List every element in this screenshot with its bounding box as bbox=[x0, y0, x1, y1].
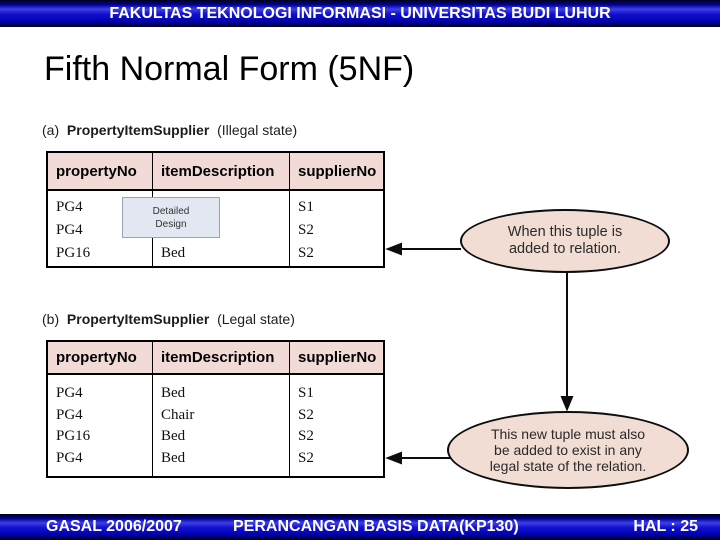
table-cell: PG4 bbox=[56, 406, 83, 423]
tooltip-line-1: Detailed bbox=[152, 205, 190, 217]
table-cell: S2 bbox=[298, 222, 314, 238]
table-cell: Bed bbox=[161, 385, 186, 401]
slide-title: Fifth Normal Form (5NF) bbox=[44, 50, 415, 88]
table-cell: S1 bbox=[298, 199, 314, 215]
table-b-col-supplierNo: supplierNo bbox=[289, 342, 383, 373]
table-b-supplierNo-values: S1 S2 S2 S2 bbox=[289, 375, 383, 476]
callout1-line-2: added to relation. bbox=[508, 241, 622, 257]
footer-page-number: HAL : 25 bbox=[633, 518, 698, 535]
table-cell: S2 bbox=[298, 449, 314, 466]
table-a-body: PG4 PG4 PG16 Bed S1 S2 S2 bbox=[48, 191, 383, 268]
table-b-propertyNo-values: PG4 PG4 PG16 PG4 bbox=[48, 375, 152, 476]
table-cell: PG4 bbox=[56, 199, 83, 215]
table-a-header-row: propertyNo itemDescription supplierNo bbox=[48, 153, 383, 191]
table-b-header-row: propertyNo itemDescription supplierNo bbox=[48, 342, 383, 375]
footer-semester: GASAL 2006/2007 bbox=[46, 518, 182, 535]
table-cell: PG16 bbox=[56, 245, 91, 261]
figure-b-state: (Legal state) bbox=[217, 311, 295, 327]
table-cell: Bed bbox=[161, 428, 186, 444]
header-banner: FAKULTAS TEKNOLOGI INFORMASI - UNIVERSIT… bbox=[0, 0, 720, 27]
table-b-col-itemDescription: itemDescription bbox=[152, 342, 289, 373]
table-b-col-propertyNo: propertyNo bbox=[56, 349, 137, 366]
table-a-col-propertyNo: propertyNo bbox=[56, 162, 137, 180]
table-cell: S2 bbox=[298, 245, 314, 261]
table-cell: PG4 bbox=[56, 385, 83, 401]
figure-a-relation-name: PropertyItemSupplier bbox=[66, 122, 210, 138]
figure-a-state: (Illegal state) bbox=[217, 122, 298, 138]
table-illegal-state: propertyNo itemDescription supplierNo PG… bbox=[46, 151, 385, 268]
figure-a-caption: (a) PropertyItemSupplier (Illegal state) bbox=[42, 122, 297, 138]
figure-b-caption: (b) PropertyItemSupplier (Legal state) bbox=[42, 311, 295, 327]
table-cell: Chair bbox=[161, 406, 195, 423]
table-a-propertyNo-values: PG4 PG4 PG16 bbox=[48, 191, 152, 268]
table-a-col-supplierNo: supplierNo bbox=[289, 153, 383, 189]
detailed-design-tooltip: Detailed Design bbox=[122, 197, 220, 238]
arrowhead-table-b bbox=[385, 451, 402, 465]
tooltip-line-2: Design bbox=[155, 218, 187, 230]
figure-b-relation-name: PropertyItemSupplier bbox=[66, 311, 210, 327]
arrowhead-down-icon bbox=[560, 396, 574, 412]
figure-a-prefix: (a) bbox=[42, 122, 60, 138]
table-a-col-itemDescription: itemDescription bbox=[152, 153, 289, 189]
callout-when-tuple-added: When this tuple is added to relation. bbox=[460, 209, 670, 273]
callout2-line-1: This new tuple must also bbox=[490, 426, 646, 442]
footer-course: PERANCANGAN BASIS DATA(KP130) bbox=[233, 518, 519, 535]
table-b-itemDescription-values: Bed Chair Bed Bed bbox=[152, 375, 289, 476]
table-cell: S2 bbox=[298, 428, 314, 444]
figure-b-prefix: (b) bbox=[42, 311, 60, 327]
table-cell: PG4 bbox=[56, 222, 83, 238]
table-b-body: PG4 PG4 PG16 PG4 Bed Chair Bed Bed S1 S2… bbox=[48, 375, 383, 476]
table-cell: PG4 bbox=[56, 449, 83, 466]
callout-new-tuple-legal-state: This new tuple must also be added to exi… bbox=[447, 411, 689, 489]
callout2-line-3: legal state of the relation. bbox=[489, 458, 647, 474]
table-cell: S2 bbox=[298, 406, 314, 423]
institution-name: FAKULTAS TEKNOLOGI INFORMASI - UNIVERSIT… bbox=[109, 4, 611, 22]
table-cell: Bed bbox=[161, 449, 186, 466]
table-cell: S1 bbox=[298, 385, 314, 401]
callout1-line-1: When this tuple is bbox=[507, 224, 623, 240]
footer-banner: GASAL 2006/2007 PERANCANGAN BASIS DATA(K… bbox=[0, 514, 720, 540]
table-cell: PG16 bbox=[56, 428, 91, 444]
arrowhead-table-a bbox=[385, 242, 402, 256]
table-a-supplierNo-values: S1 S2 S2 bbox=[289, 191, 383, 268]
table-cell: Bed bbox=[161, 245, 186, 261]
table-legal-state: propertyNo itemDescription supplierNo PG… bbox=[46, 340, 385, 478]
callout2-line-2: be added to exist in any bbox=[494, 442, 642, 458]
